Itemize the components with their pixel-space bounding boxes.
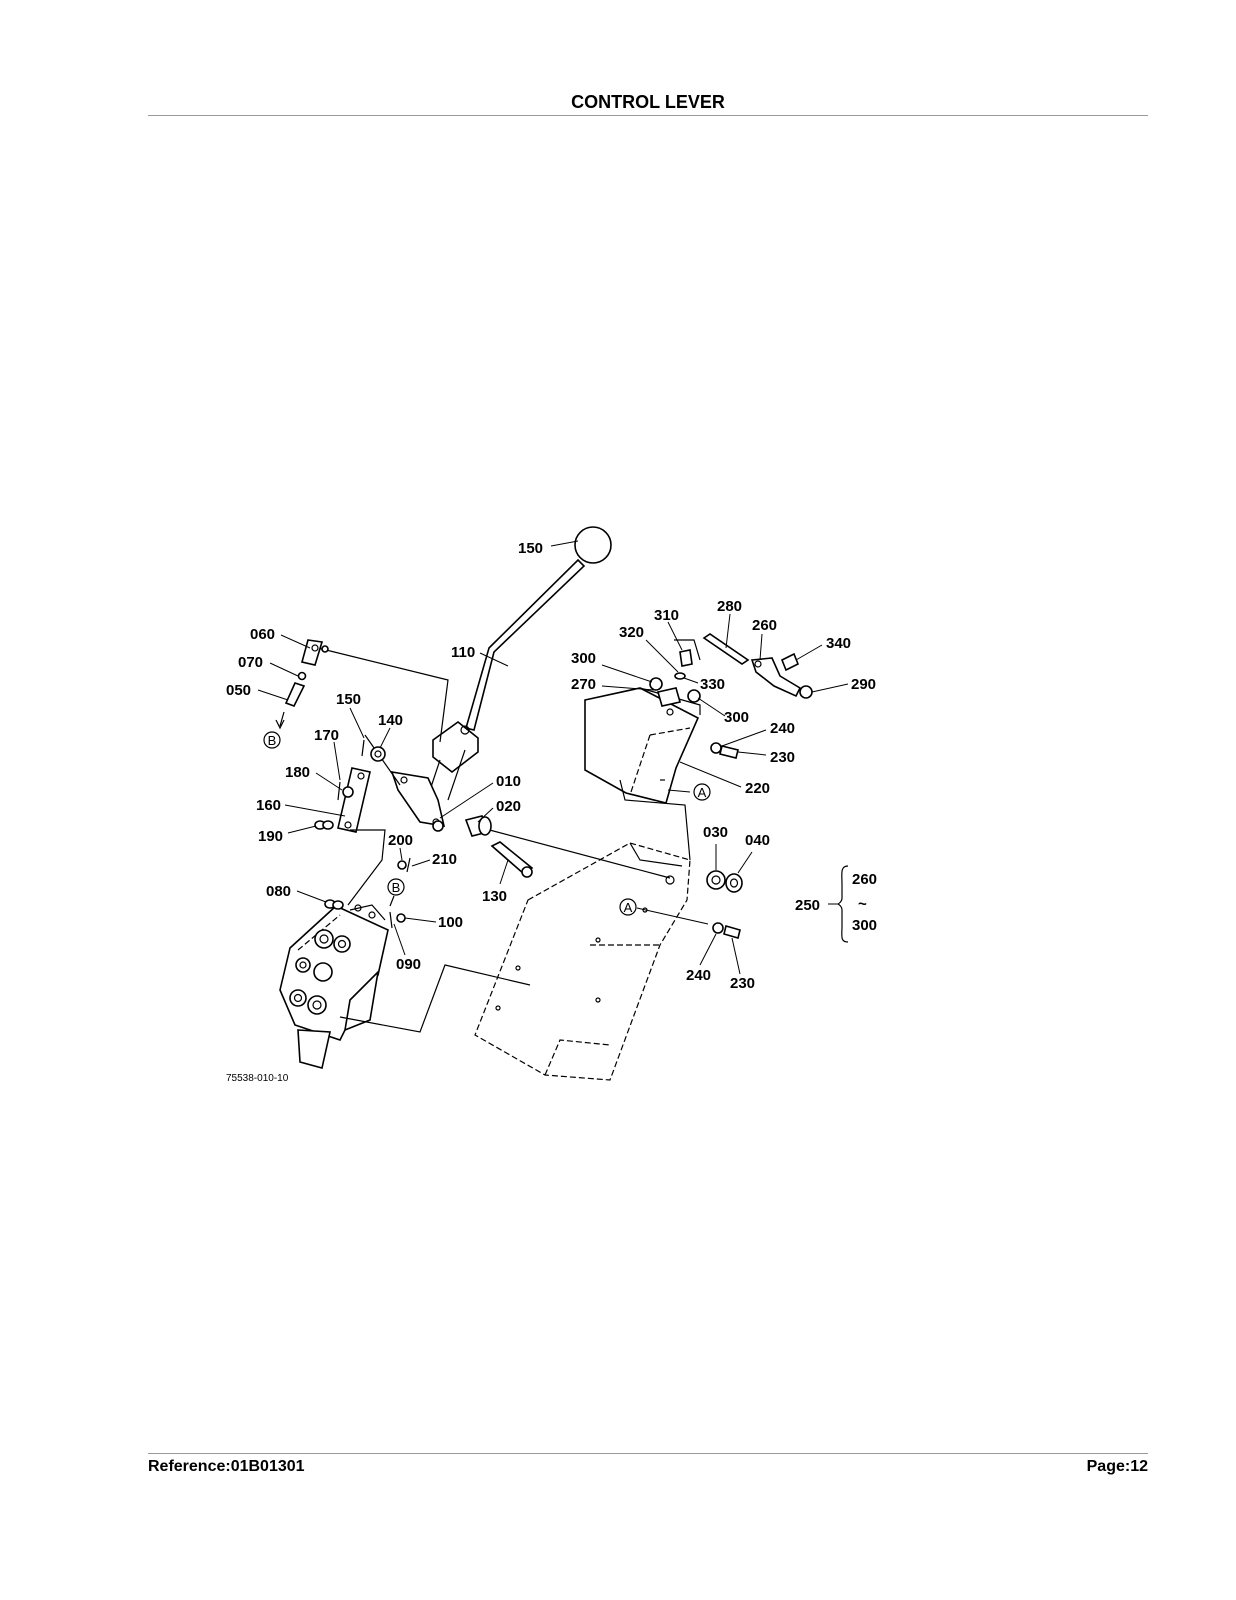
marker-a-bracket-label: A	[624, 900, 633, 915]
leader-lines	[257, 540, 849, 975]
callout-150: 150	[336, 691, 361, 708]
callout-240: 240	[770, 720, 795, 737]
callout-330: 330	[700, 676, 725, 693]
assembly-to: 300	[852, 917, 877, 934]
callout-010: 010	[496, 773, 521, 790]
callout-070: 070	[238, 654, 263, 671]
control-lever-assembly	[337, 526, 612, 833]
marker-a-cover-label: A	[698, 785, 707, 800]
drawing-code: 75538-010-10	[226, 1073, 289, 1084]
callout-110: 110	[451, 644, 475, 661]
marker-a-cover	[693, 783, 711, 801]
marker-b-link-label: B	[392, 880, 401, 895]
linkage-outline-3	[347, 829, 386, 906]
footer-divider	[148, 1453, 1148, 1454]
callout-190: 190	[258, 828, 283, 845]
callout-140: 140	[378, 712, 403, 729]
callout-300b: 300	[724, 709, 749, 726]
callout-340: 340	[826, 635, 851, 652]
callout-060: 060	[250, 626, 275, 643]
callout-100: 100	[438, 914, 463, 931]
assembly-parent: 250	[795, 897, 820, 914]
assembly-range-symbol: ~	[858, 896, 867, 913]
callout-030: 030	[703, 824, 728, 841]
shaft-outline	[481, 827, 671, 879]
callout-210: 210	[432, 851, 457, 868]
header-divider	[148, 115, 1148, 116]
callout-310: 310	[654, 607, 679, 624]
callout-160: 160	[256, 797, 281, 814]
footer-page-number: Page:12	[1086, 1458, 1148, 1475]
callout-040: 040	[745, 832, 770, 849]
callout-230b: 230	[730, 975, 755, 992]
marker-b-valve	[263, 731, 281, 749]
callout-230: 230	[770, 749, 795, 766]
callout-280: 280	[717, 598, 742, 615]
callout-270: 270	[571, 676, 596, 693]
marker-a-bracket	[619, 898, 637, 916]
callout-180: 180	[285, 764, 310, 781]
lever-knob	[574, 526, 612, 564]
callout-300: 300	[571, 650, 596, 667]
cover-link-outline	[619, 779, 691, 861]
assembly-note: 250 260 ~ 300	[795, 865, 877, 943]
callout-200: 200	[388, 832, 413, 849]
callout-320: 320	[619, 624, 644, 641]
valve-link-outline	[339, 964, 531, 1033]
callout-170: 170	[314, 727, 339, 744]
callout-labels: 150 110 060 070 050 150 140 170 180 160 …	[226, 540, 876, 992]
linkage-outline	[317, 647, 449, 743]
control-valve	[279, 904, 389, 1069]
footer-reference: Reference:01B01301	[148, 1458, 305, 1475]
callout-220: 220	[745, 780, 770, 797]
callout-090: 090	[396, 956, 421, 973]
callout-050: 050	[226, 682, 251, 699]
marker-b-link	[387, 878, 405, 896]
callout-260: 260	[752, 617, 777, 634]
marker-b-valve-label: B	[268, 733, 277, 748]
reference-markers: B B A A	[263, 731, 711, 916]
callout-240b: 240	[686, 967, 711, 984]
hardware-parts	[275, 633, 813, 939]
cover-box	[584, 687, 701, 804]
mounting-bracket	[474, 842, 691, 1081]
callout-130: 130	[482, 888, 507, 905]
callout-120: 150	[518, 540, 543, 557]
callout-080: 080	[266, 883, 291, 900]
callout-020: 020	[496, 798, 521, 815]
page-title: CONTROL LEVER	[571, 92, 725, 112]
callout-290: 290	[851, 676, 876, 693]
assembly-from: 260	[852, 871, 877, 888]
